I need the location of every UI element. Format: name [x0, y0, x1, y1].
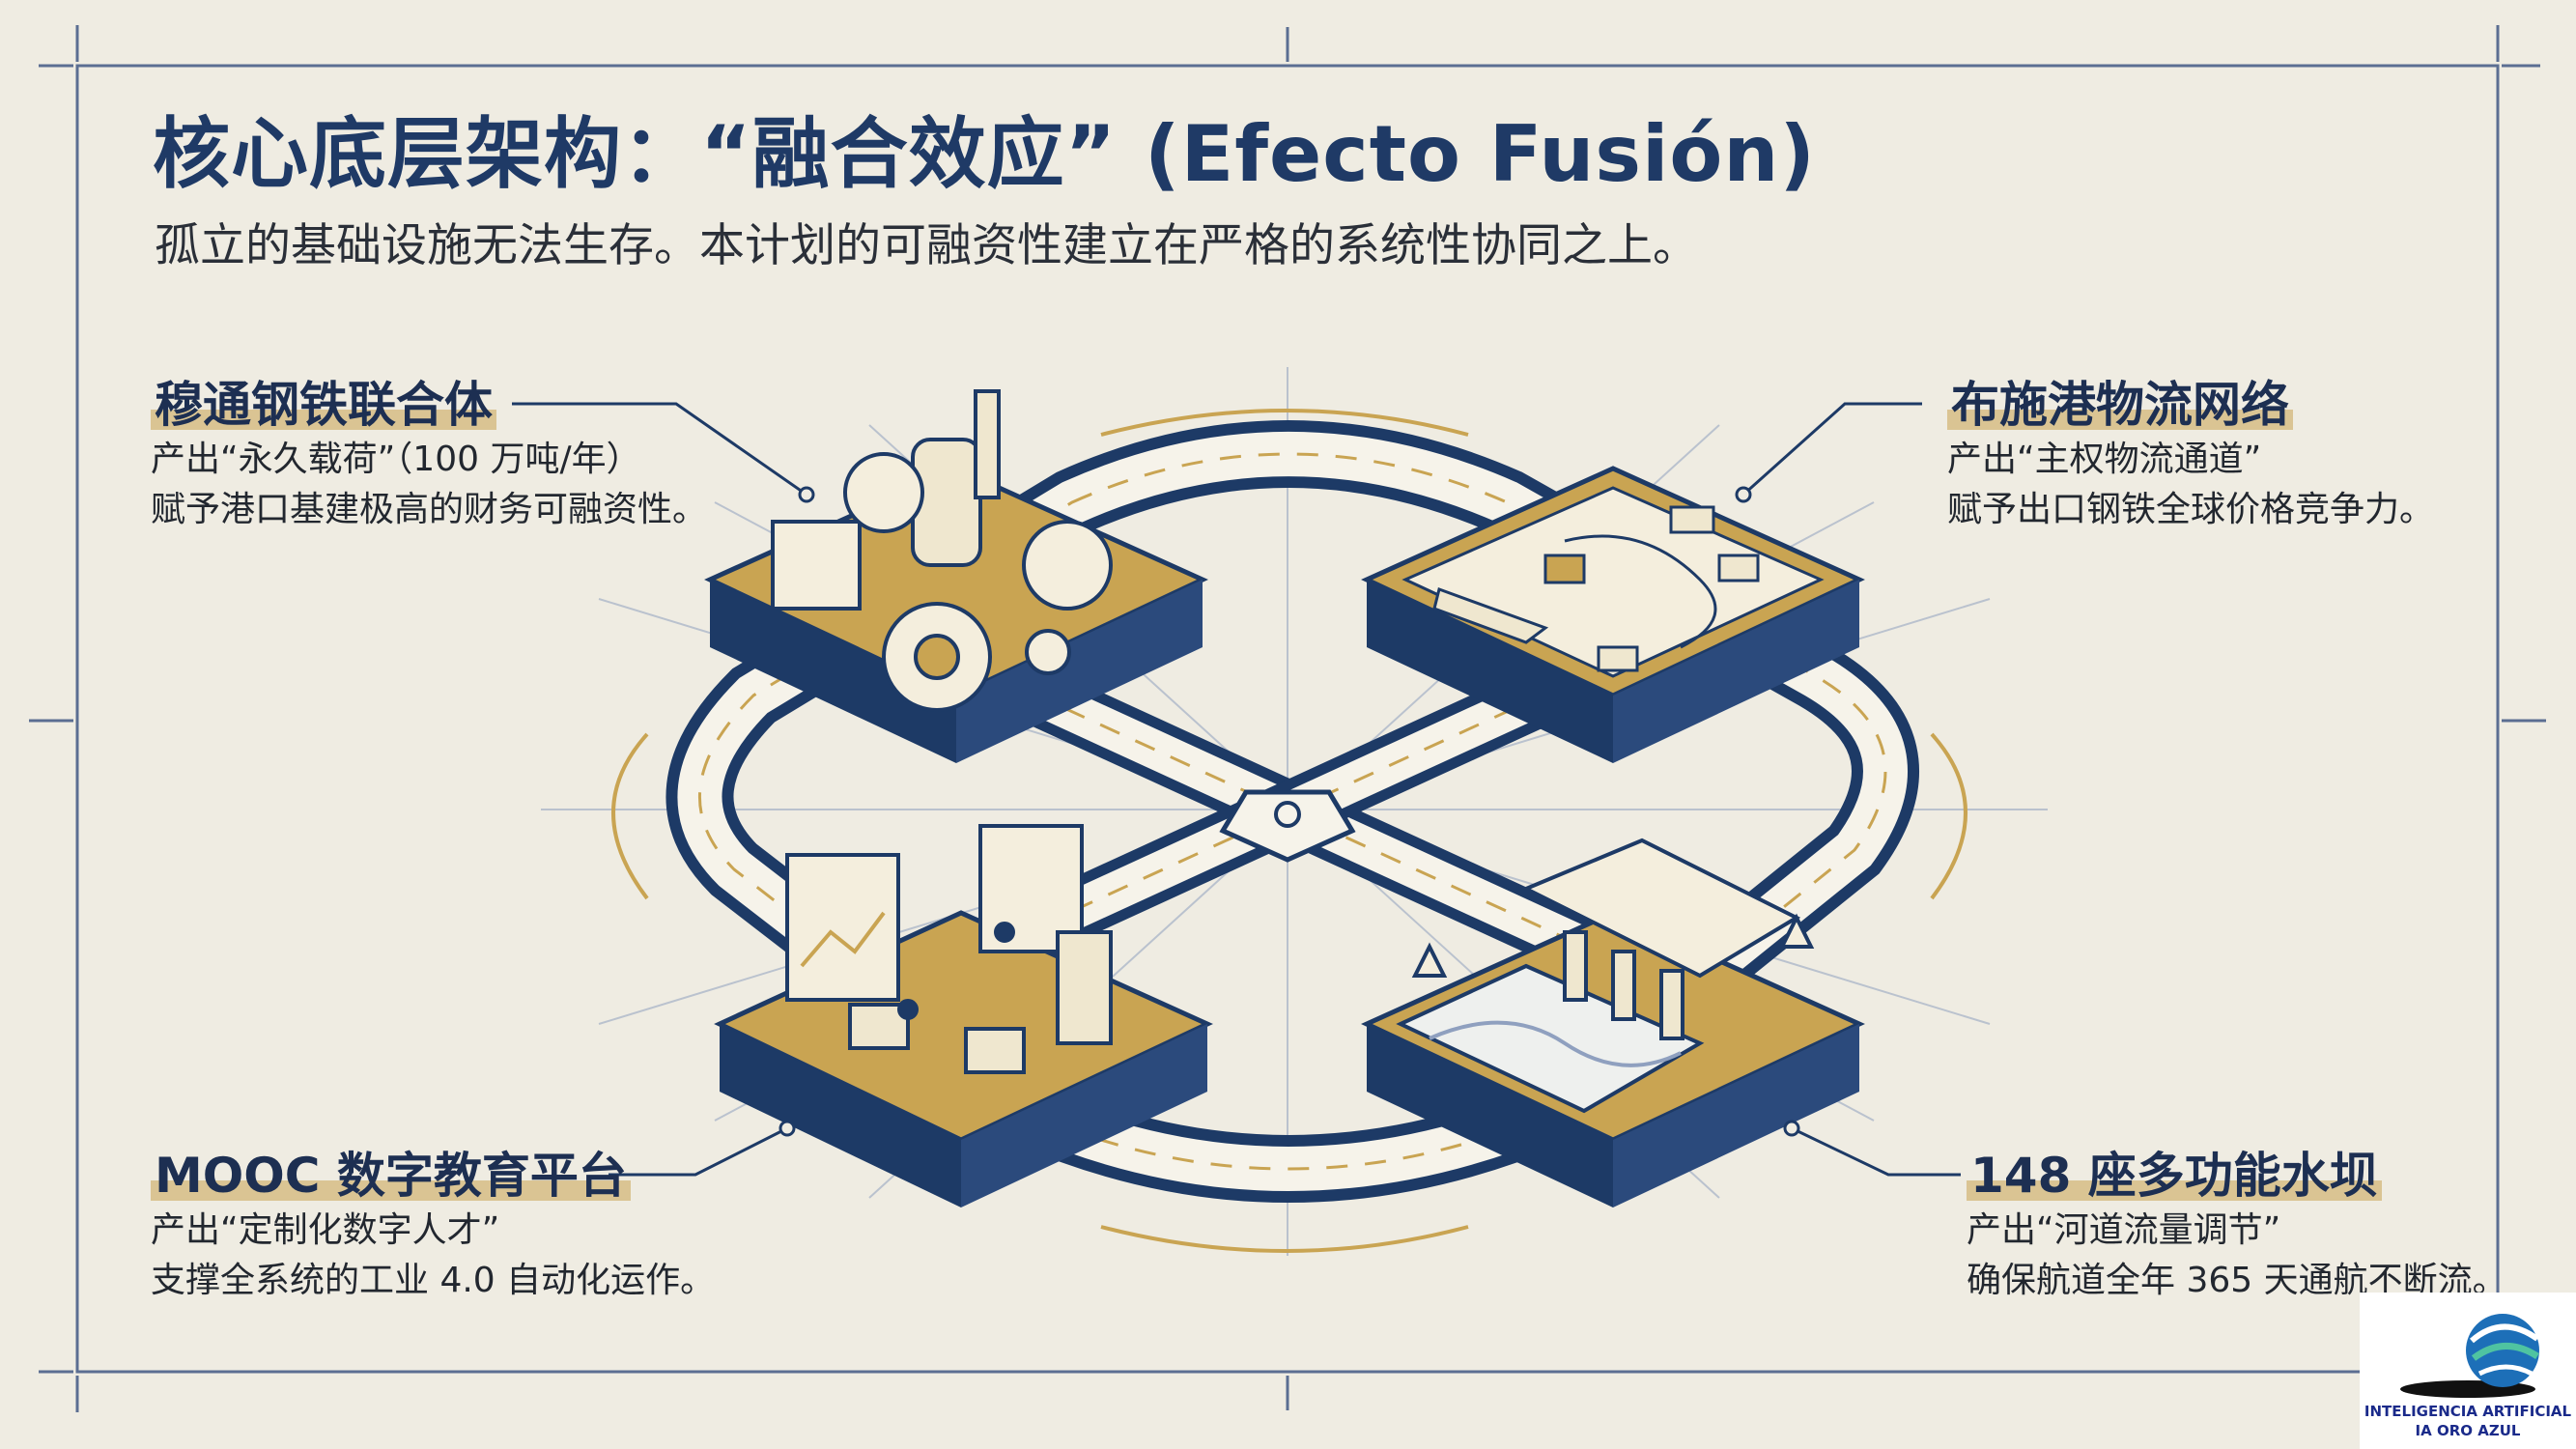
leader-lines: [512, 402, 1961, 1177]
callout-steel-output: 产出“永久载荷”（100 万吨/年）: [151, 440, 641, 479]
callout-dams-output: 产出“河道流量调节”: [1967, 1210, 2281, 1250]
logo-line-1: INTELIGENCIA ARTIFICIAL: [2364, 1403, 2572, 1420]
callout-port-title: 布施港物流网络: [1947, 375, 2293, 435]
callout-steel-desc: 赋予港口基建极高的财务可融资性。: [151, 490, 708, 529]
callout-mooc-output: 产出“定制化数字人才”: [151, 1210, 500, 1250]
callout-mooc-title: MOOC 数字教育平台: [151, 1146, 631, 1206]
digital-education-icon: [785, 824, 1113, 1074]
callout-dams: 148 座多功能水坝 产出“河道流量调节” 确保航道全年 365 天通航不断流。: [1967, 1146, 2507, 1306]
callout-port: 布施港物流网络 产出“主权物流通道” 赋予出口钢铁全球价格竞争力。: [1947, 375, 2434, 535]
blueprint-frame: [29, 25, 2546, 1412]
callout-port-desc: 赋予出口钢铁全球价格竞争力。: [1947, 490, 2435, 529]
callout-port-output: 产出“主权物流通道”: [1947, 440, 2262, 479]
data-hub-icon: [1274, 801, 1301, 828]
steel-plant-platform: [704, 389, 1208, 763]
callout-mooc: MOOC 数字教育平台 产出“定制化数字人才” 支撑全系统的工业 4.0 自动化…: [151, 1146, 715, 1306]
page-subtitle: 孤立的基础设施无法生存。本计划的可融资性建立在严格的系统性协同之上。: [155, 219, 1698, 272]
port-platform: [1361, 466, 1865, 763]
cross-bridges: [982, 648, 1597, 975]
callout-steel: 穆通钢铁联合体 产出“永久载荷”（100 万吨/年） 赋予港口基建极高的财务可融…: [151, 375, 707, 535]
page-title: 核心底层架构：“融合效应” (Efecto Fusión): [153, 109, 1816, 199]
education-platform: [714, 824, 1213, 1208]
port-logistics-icon: [1432, 505, 1760, 672]
callout-mooc-desc: 支撑全系统的工业 4.0 自动化运作。: [151, 1261, 716, 1300]
globe-logo-icon: [2400, 1314, 2539, 1398]
dam-icon: [1396, 838, 1815, 1114]
brand-logo: INTELIGENCIA ARTIFICIAL IA ORO AZUL: [2360, 1293, 2576, 1449]
callout-dams-title: 148 座多功能水坝: [1967, 1146, 2382, 1206]
flow-arcs: [611, 409, 1967, 1253]
callout-steel-title: 穆通钢铁联合体: [151, 375, 496, 435]
steel-plant-icon: [771, 389, 1113, 712]
logo-line-2: IA ORO AZUL: [2415, 1422, 2521, 1439]
dam-platform: [1361, 838, 1865, 1208]
